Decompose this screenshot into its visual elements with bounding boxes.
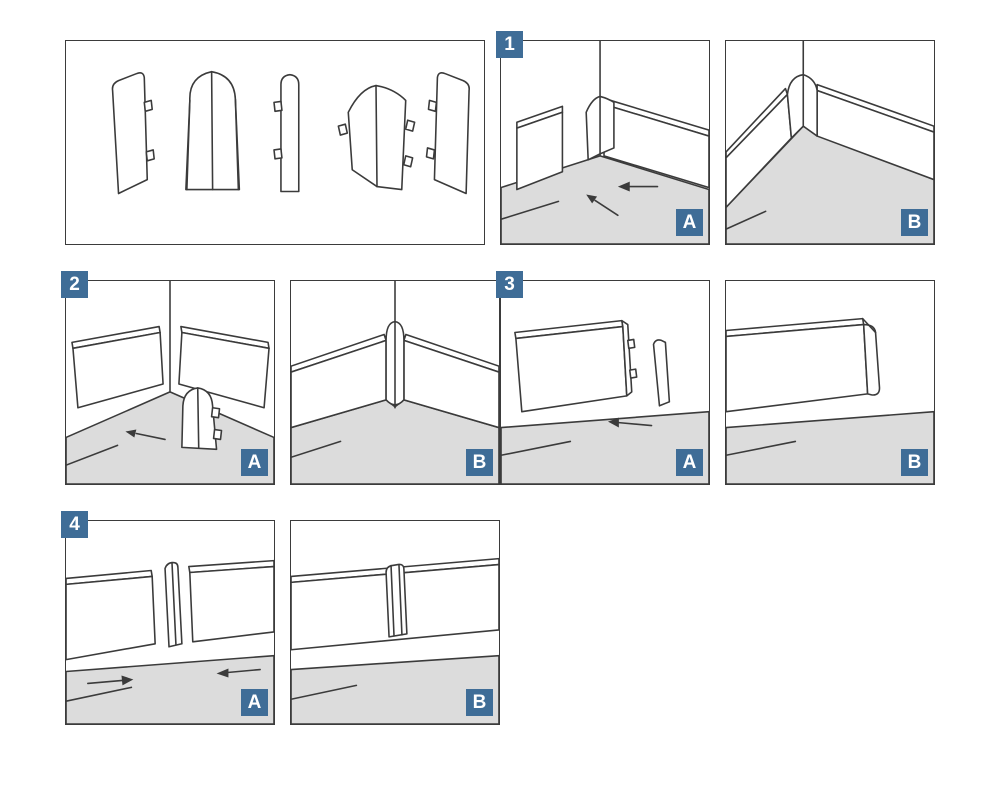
step-1-panel-b: B bbox=[725, 40, 935, 245]
step-4-panel-a: 4 A bbox=[61, 511, 275, 725]
illustration-connector-finished bbox=[291, 557, 499, 724]
step-3-panel-a: 3 A bbox=[496, 271, 710, 485]
parts-overview-panel bbox=[65, 40, 485, 245]
step-4-panel-a-badge: A bbox=[241, 689, 268, 716]
step-1-panel-b-badge: B bbox=[901, 209, 928, 236]
internal-corner-part bbox=[337, 84, 416, 191]
left-end-cap-part bbox=[111, 72, 155, 195]
step-3-panel-b-badge: B bbox=[901, 449, 928, 476]
step-1-panel-a: 1 A bbox=[496, 31, 710, 245]
step-4-panel-b-badge: B bbox=[466, 689, 493, 716]
illustration-external-corner-install bbox=[66, 281, 274, 484]
step-4-panel-b: B bbox=[290, 520, 500, 725]
illustration-end-cap-finished bbox=[726, 317, 934, 484]
step-2-number-badge: 2 bbox=[61, 271, 88, 298]
illustration-internal-corner-finished bbox=[726, 41, 934, 244]
illustration-end-cap-install bbox=[501, 319, 709, 484]
step-3-panel-a-badge: A bbox=[676, 449, 703, 476]
illustration-connector-install bbox=[66, 559, 274, 724]
illustration-internal-corner-install bbox=[501, 41, 709, 244]
step-2-panel-a-badge: A bbox=[241, 449, 268, 476]
step-2-panel-b: B bbox=[290, 280, 500, 485]
step-2-panel-b-badge: B bbox=[466, 449, 493, 476]
external-corner-part bbox=[185, 70, 241, 191]
illustration-external-corner-finished bbox=[291, 281, 499, 484]
right-end-cap-part bbox=[425, 72, 471, 195]
parts-overview-illustration bbox=[111, 70, 471, 195]
step-1-panel-a-badge: A bbox=[676, 209, 703, 236]
step-1-number-badge: 1 bbox=[496, 31, 523, 58]
step-2-panel-a: 2 A bbox=[61, 271, 275, 485]
step-4-number-badge: 4 bbox=[61, 511, 88, 538]
connector-part bbox=[273, 73, 300, 193]
step-3-number-badge: 3 bbox=[496, 271, 523, 298]
step-3-panel-b: B bbox=[725, 280, 935, 485]
